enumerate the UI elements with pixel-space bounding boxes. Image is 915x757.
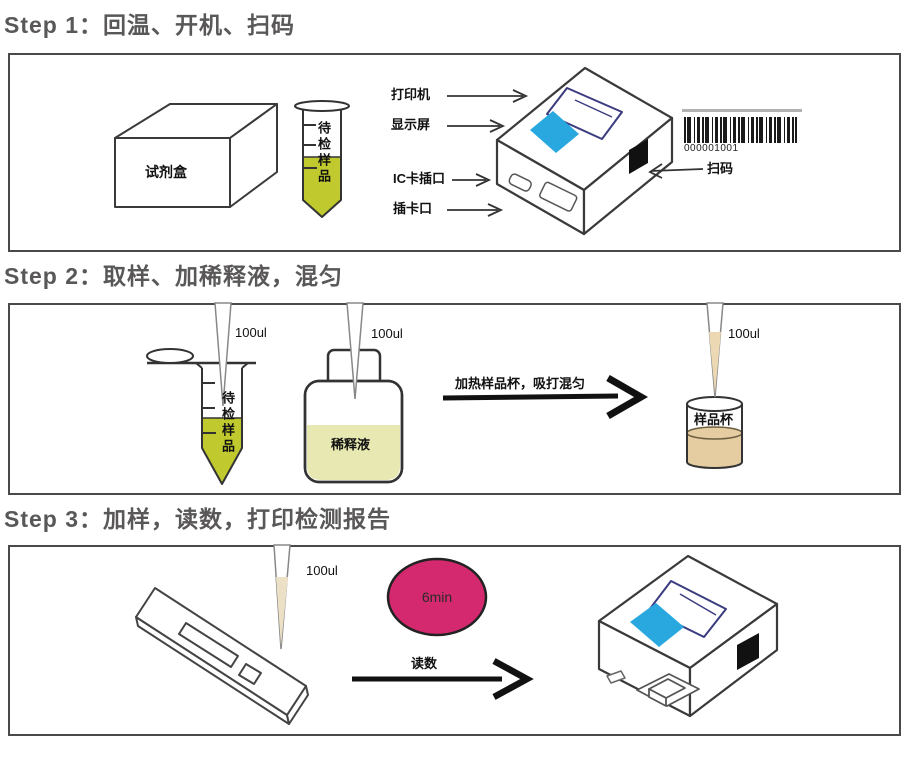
pipette-volume-label: 100ul xyxy=(235,325,267,340)
ic-card-slot-callout-label: IC卡插口 xyxy=(393,171,446,186)
sample-cup-label: 样品杯 xyxy=(694,412,734,427)
read-arrow-caption: 读数 xyxy=(411,656,438,671)
test-cassette-illustration xyxy=(135,587,309,725)
step1-title: Step 1：回温、开机、扫码 xyxy=(4,12,296,38)
reagent-box-label: 试剂盒 xyxy=(145,164,187,180)
pipette-volume-label: 100ul xyxy=(728,326,760,341)
printer-slot xyxy=(546,87,623,140)
analyzer-illustration xyxy=(495,66,674,236)
pipette-volume-label: 100ul xyxy=(371,326,403,341)
display-screen xyxy=(530,111,579,153)
analyzer-with-cassette-illustration xyxy=(597,554,779,718)
timer-ellipse xyxy=(386,557,488,637)
sample-cup-illustration xyxy=(686,396,743,469)
display-screen xyxy=(630,603,684,647)
step2-title: Step 2：取样、加稀释液，混匀 xyxy=(4,263,344,289)
sample-tube-label: 待检样品 xyxy=(220,391,235,455)
pipette-icon xyxy=(273,544,291,650)
pipette-icon xyxy=(706,302,724,398)
pipette-icon xyxy=(214,302,232,407)
sample-tube-label: 待检样品 xyxy=(316,121,331,185)
barcode-topline xyxy=(682,109,802,112)
barcode xyxy=(684,117,797,143)
barcode-number: 000001001 xyxy=(684,143,739,154)
timer-label: 6min xyxy=(421,589,453,605)
card-slot xyxy=(539,181,578,212)
scan-arrow xyxy=(648,163,704,179)
ic-card-slot xyxy=(508,173,532,192)
pipette-icon xyxy=(346,302,364,400)
mix-arrow-caption: 加热样品杯，吸打混匀 xyxy=(455,376,586,391)
mix-arrow xyxy=(442,374,649,420)
scan-window xyxy=(737,633,759,670)
scan-window xyxy=(629,139,648,174)
inserted-cassette xyxy=(636,673,700,707)
pipette-volume-label: 100ul xyxy=(306,563,338,578)
card-slot-callout-label: 插卡口 xyxy=(393,201,433,216)
diluent-label: 稀释液 xyxy=(331,437,371,452)
read-arrow xyxy=(352,658,534,700)
card-tab xyxy=(606,670,626,684)
printer-callout-label: 打印机 xyxy=(391,87,431,102)
display-callout-label: 显示屏 xyxy=(391,117,431,132)
open-tube-illustration xyxy=(146,348,256,485)
callout-arrows xyxy=(447,89,529,217)
step3-title: Step 3：加样，读数，打印检测报告 xyxy=(4,506,392,532)
scan-label: 扫码 xyxy=(707,161,734,176)
sample-tube-illustration xyxy=(294,100,350,218)
printer-slot xyxy=(648,580,727,638)
reagent-box-illustration xyxy=(114,103,278,208)
